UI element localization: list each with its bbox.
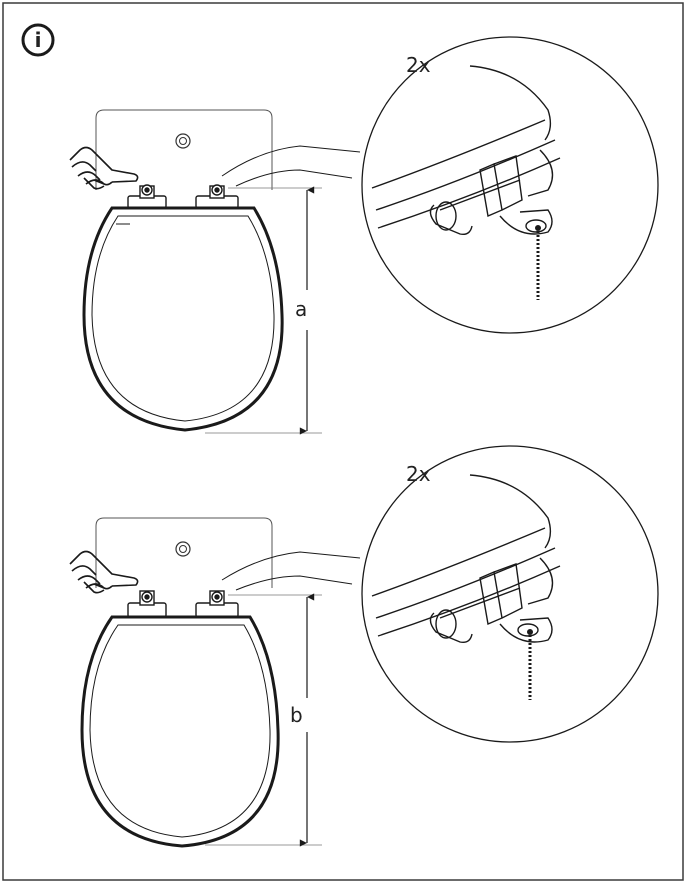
dimension-a — [205, 186, 322, 435]
screw-icon — [535, 225, 541, 231]
callout-connector — [221, 551, 361, 581]
flush-button-icon — [175, 541, 191, 557]
callout-connector — [221, 145, 361, 177]
dimension-label-b: b — [290, 703, 303, 727]
cistern-outline — [95, 109, 273, 190]
hinge-right — [195, 590, 239, 618]
hinge-left — [127, 184, 167, 209]
detail-magnifier-bottom — [361, 445, 659, 743]
toilet-seat — [82, 206, 284, 432]
multiplier-label-top: 2x — [406, 53, 431, 77]
toilet-seat — [80, 615, 280, 848]
hand-pointing-icon — [69, 146, 139, 190]
panel-top: a 2x — [69, 36, 659, 435]
info-icon: i — [21, 23, 55, 57]
cistern-outline — [95, 517, 273, 588]
dimension-label-a: a — [295, 297, 307, 321]
hinge-right — [195, 184, 239, 209]
hinge-left — [127, 590, 167, 618]
flush-button-icon — [175, 133, 191, 149]
panel-bottom: b 2x — [69, 445, 659, 848]
info-icon-glyph: i — [35, 28, 42, 52]
dimension-b — [205, 593, 322, 847]
screw-icon — [527, 629, 533, 635]
multiplier-label-bottom: 2x — [406, 462, 431, 486]
detail-magnifier-top — [361, 36, 659, 334]
hand-pointing-icon — [69, 550, 139, 594]
